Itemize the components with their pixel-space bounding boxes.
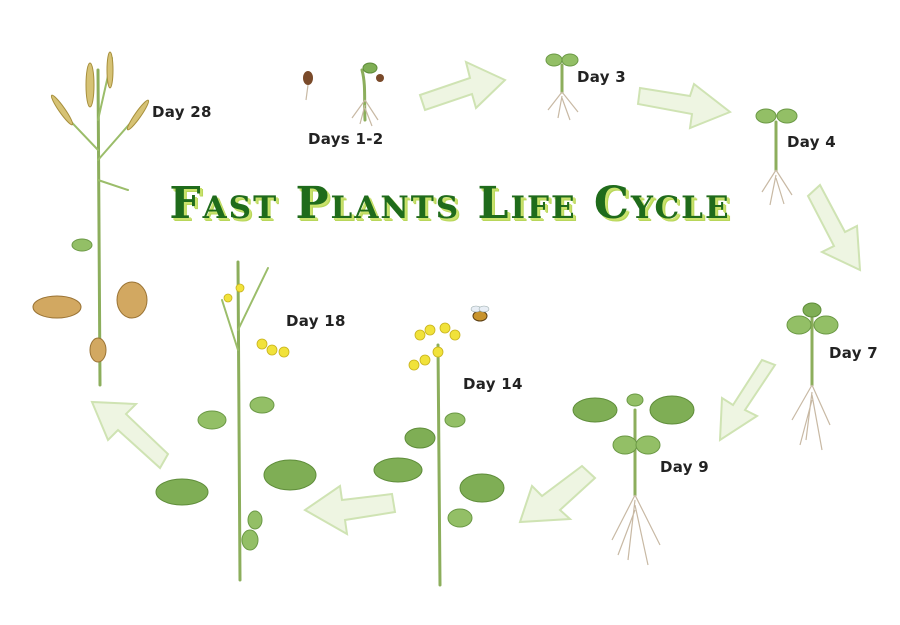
cycle-arrow-icon bbox=[90, 400, 170, 470]
diagram-title: Fast Plants Life Cycle bbox=[169, 178, 731, 229]
cycle-arrow-icon bbox=[806, 183, 862, 272]
cycle-arrow-icon bbox=[636, 82, 732, 130]
cycle-arrows bbox=[90, 60, 862, 536]
bee-icon bbox=[470, 305, 490, 322]
stage-label-day-4: Day 4 bbox=[787, 133, 837, 151]
seed-icon bbox=[303, 71, 313, 85]
stage-label-day-7: Day 7 bbox=[829, 344, 879, 362]
stage-day-4 bbox=[755, 108, 798, 206]
stage-label-days-1-2: Days 1-2 bbox=[308, 130, 384, 148]
stage-label-day-9: Day 9 bbox=[660, 458, 710, 476]
stage-day-3 bbox=[545, 53, 579, 121]
stage-day-18 bbox=[155, 260, 317, 582]
stage-label-day-3: Day 3 bbox=[577, 68, 627, 86]
stage-label-day-14: Day 14 bbox=[463, 375, 523, 393]
flower-icon bbox=[223, 283, 290, 358]
cycle-arrow-icon bbox=[518, 464, 597, 524]
stage-label-day-18: Day 18 bbox=[286, 312, 346, 330]
stage-day-28 bbox=[32, 51, 150, 387]
stage-days-1-2 bbox=[303, 62, 384, 127]
stage-day-9 bbox=[572, 393, 695, 566]
cycle-arrow-icon bbox=[303, 484, 397, 536]
cycle-arrow-icon bbox=[418, 60, 507, 112]
stage-label-day-28: Day 28 bbox=[152, 103, 212, 121]
cycle-arrow-icon bbox=[718, 358, 777, 442]
stage-day-14 bbox=[373, 305, 505, 587]
stage-day-7 bbox=[786, 302, 839, 451]
flower-icon bbox=[408, 322, 461, 371]
